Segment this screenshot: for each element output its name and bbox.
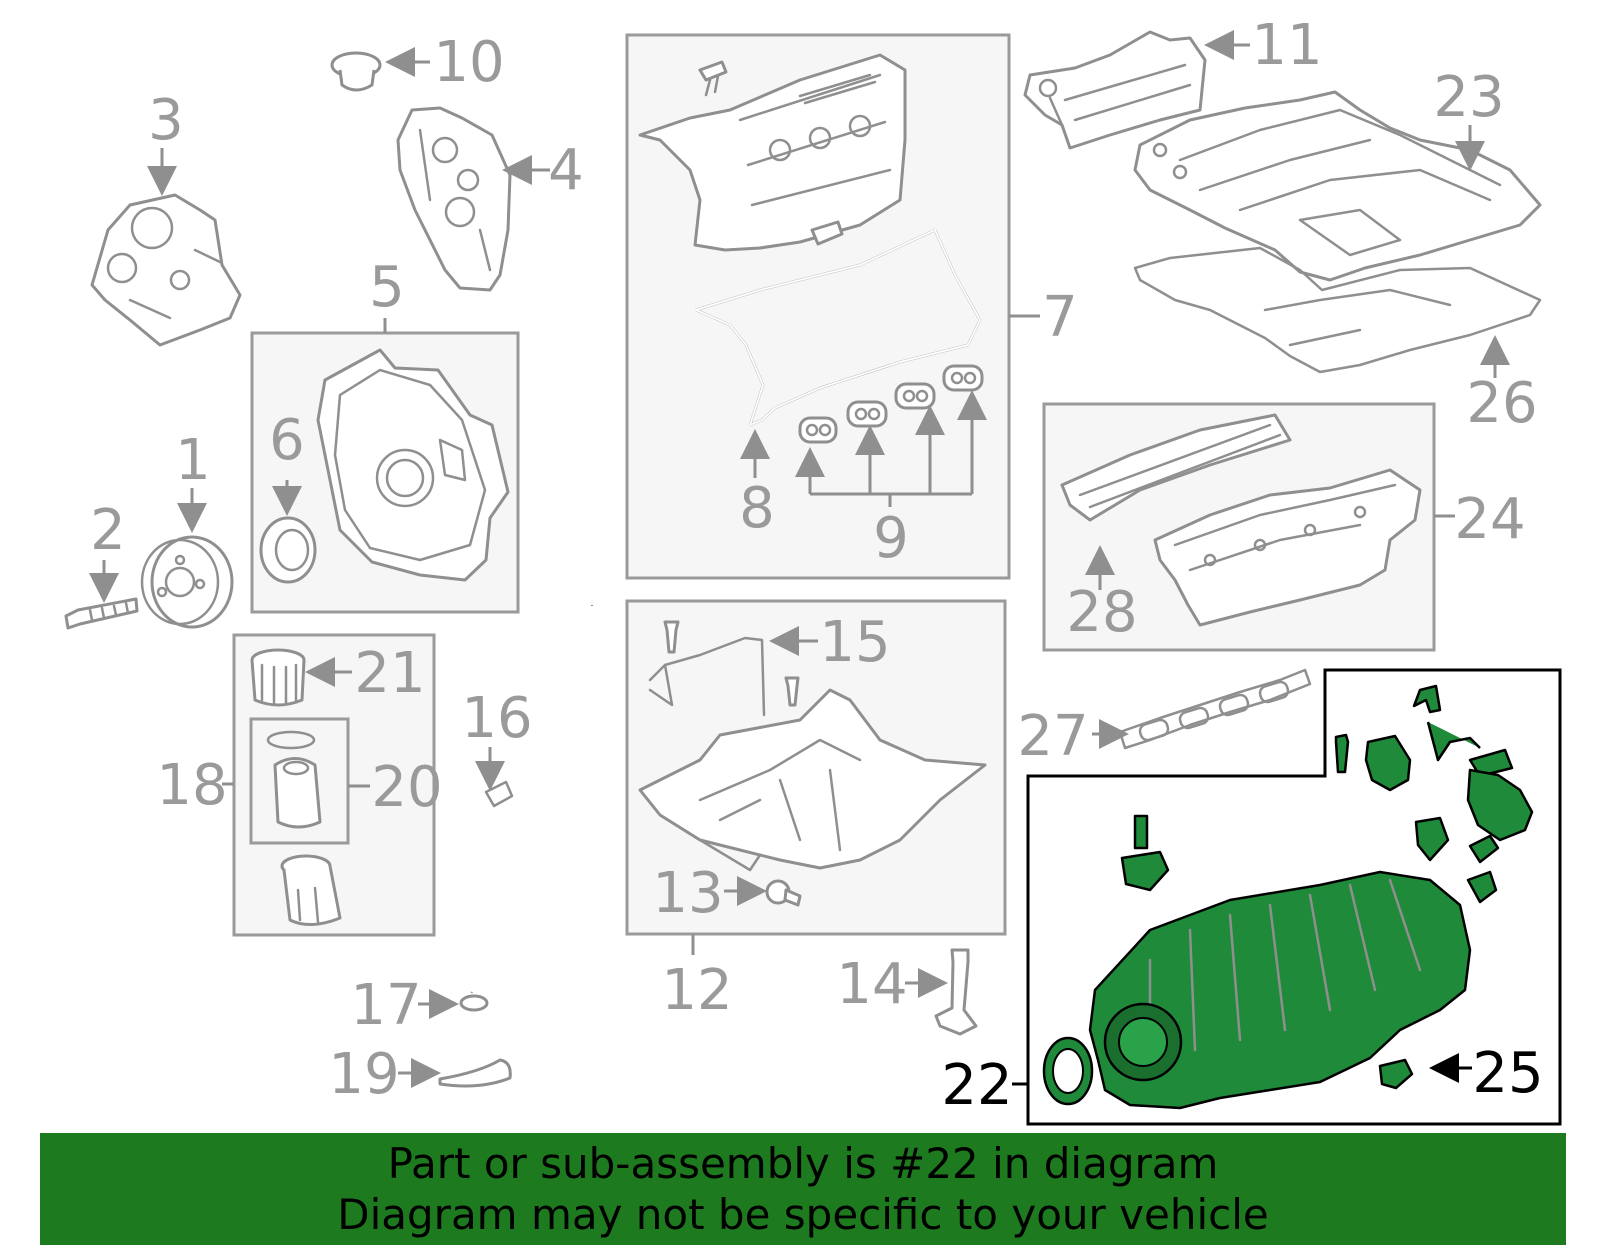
part-15-drawing	[648, 620, 800, 717]
part-2-drawing	[64, 597, 139, 630]
part-23-drawing	[1133, 90, 1542, 282]
filter-housing-drawing	[280, 854, 342, 926]
callout-21: 21	[354, 641, 425, 706]
part-13-drawing	[765, 879, 802, 907]
callout-17: 17	[350, 973, 421, 1038]
callout-8: 8	[739, 476, 775, 541]
callout-18: 18	[156, 753, 227, 818]
part-10-drawing	[330, 51, 382, 92]
part-4-drawing	[396, 106, 512, 292]
callout-13: 13	[652, 861, 723, 926]
callout-20: 20	[371, 755, 442, 820]
callout-22: 22	[941, 1053, 1012, 1118]
part-27-drawing	[1118, 668, 1312, 750]
banner-line-part: Part or sub-assembly is #22 in diagram	[387, 1139, 1219, 1188]
callout-27: 27	[1017, 704, 1088, 769]
info-banner: Part or sub-assembly is #22 in diagram D…	[40, 1133, 1566, 1245]
callout-1: 1	[175, 428, 211, 493]
part-12-drawing	[638, 688, 987, 872]
part-1-drawing	[140, 535, 234, 629]
callout-4: 4	[548, 138, 584, 203]
part-6-drawing	[259, 516, 317, 584]
callout-7: 7	[1042, 285, 1078, 350]
part-11-drawing	[1023, 30, 1207, 150]
part-17-drawing	[459, 994, 489, 1012]
part-7-drawing	[638, 53, 907, 252]
part-28-drawing	[1060, 413, 1292, 522]
callout-12: 12	[661, 958, 732, 1023]
part-22-drawing	[1042, 684, 1534, 1110]
part-5-drawing	[316, 348, 510, 582]
callout-23: 23	[1433, 65, 1504, 130]
part-8-drawing	[693, 228, 982, 427]
part-3-drawing	[90, 193, 242, 347]
part-21-drawing	[250, 648, 306, 707]
part-26-drawing	[1133, 246, 1542, 374]
part-19-drawing	[438, 1058, 512, 1088]
callout-10: 10	[433, 30, 504, 95]
callout-25: 25	[1472, 1041, 1543, 1106]
callout-9: 9	[873, 506, 909, 571]
banner-line-disclaimer: Diagram may not be specific to your vehi…	[337, 1190, 1269, 1239]
part-16-drawing	[452, 604, 609, 994]
callout-28: 28	[1066, 580, 1137, 645]
callout-15: 15	[819, 610, 890, 675]
callout-19: 19	[328, 1042, 399, 1107]
part-24-drawing	[1153, 468, 1422, 627]
part-20-drawing	[266, 730, 322, 829]
callout-16: 16	[461, 686, 532, 751]
callout-24: 24	[1454, 487, 1525, 552]
callout-2: 2	[90, 498, 126, 563]
callout-3: 3	[148, 88, 184, 153]
callout-5: 5	[369, 255, 405, 320]
callout-26: 26	[1466, 371, 1537, 436]
callout-14: 14	[836, 952, 907, 1017]
callout-11: 11	[1251, 13, 1322, 78]
part-9-drawing	[798, 364, 984, 444]
callout-6: 6	[269, 408, 305, 473]
part-14-drawing	[934, 948, 978, 1036]
